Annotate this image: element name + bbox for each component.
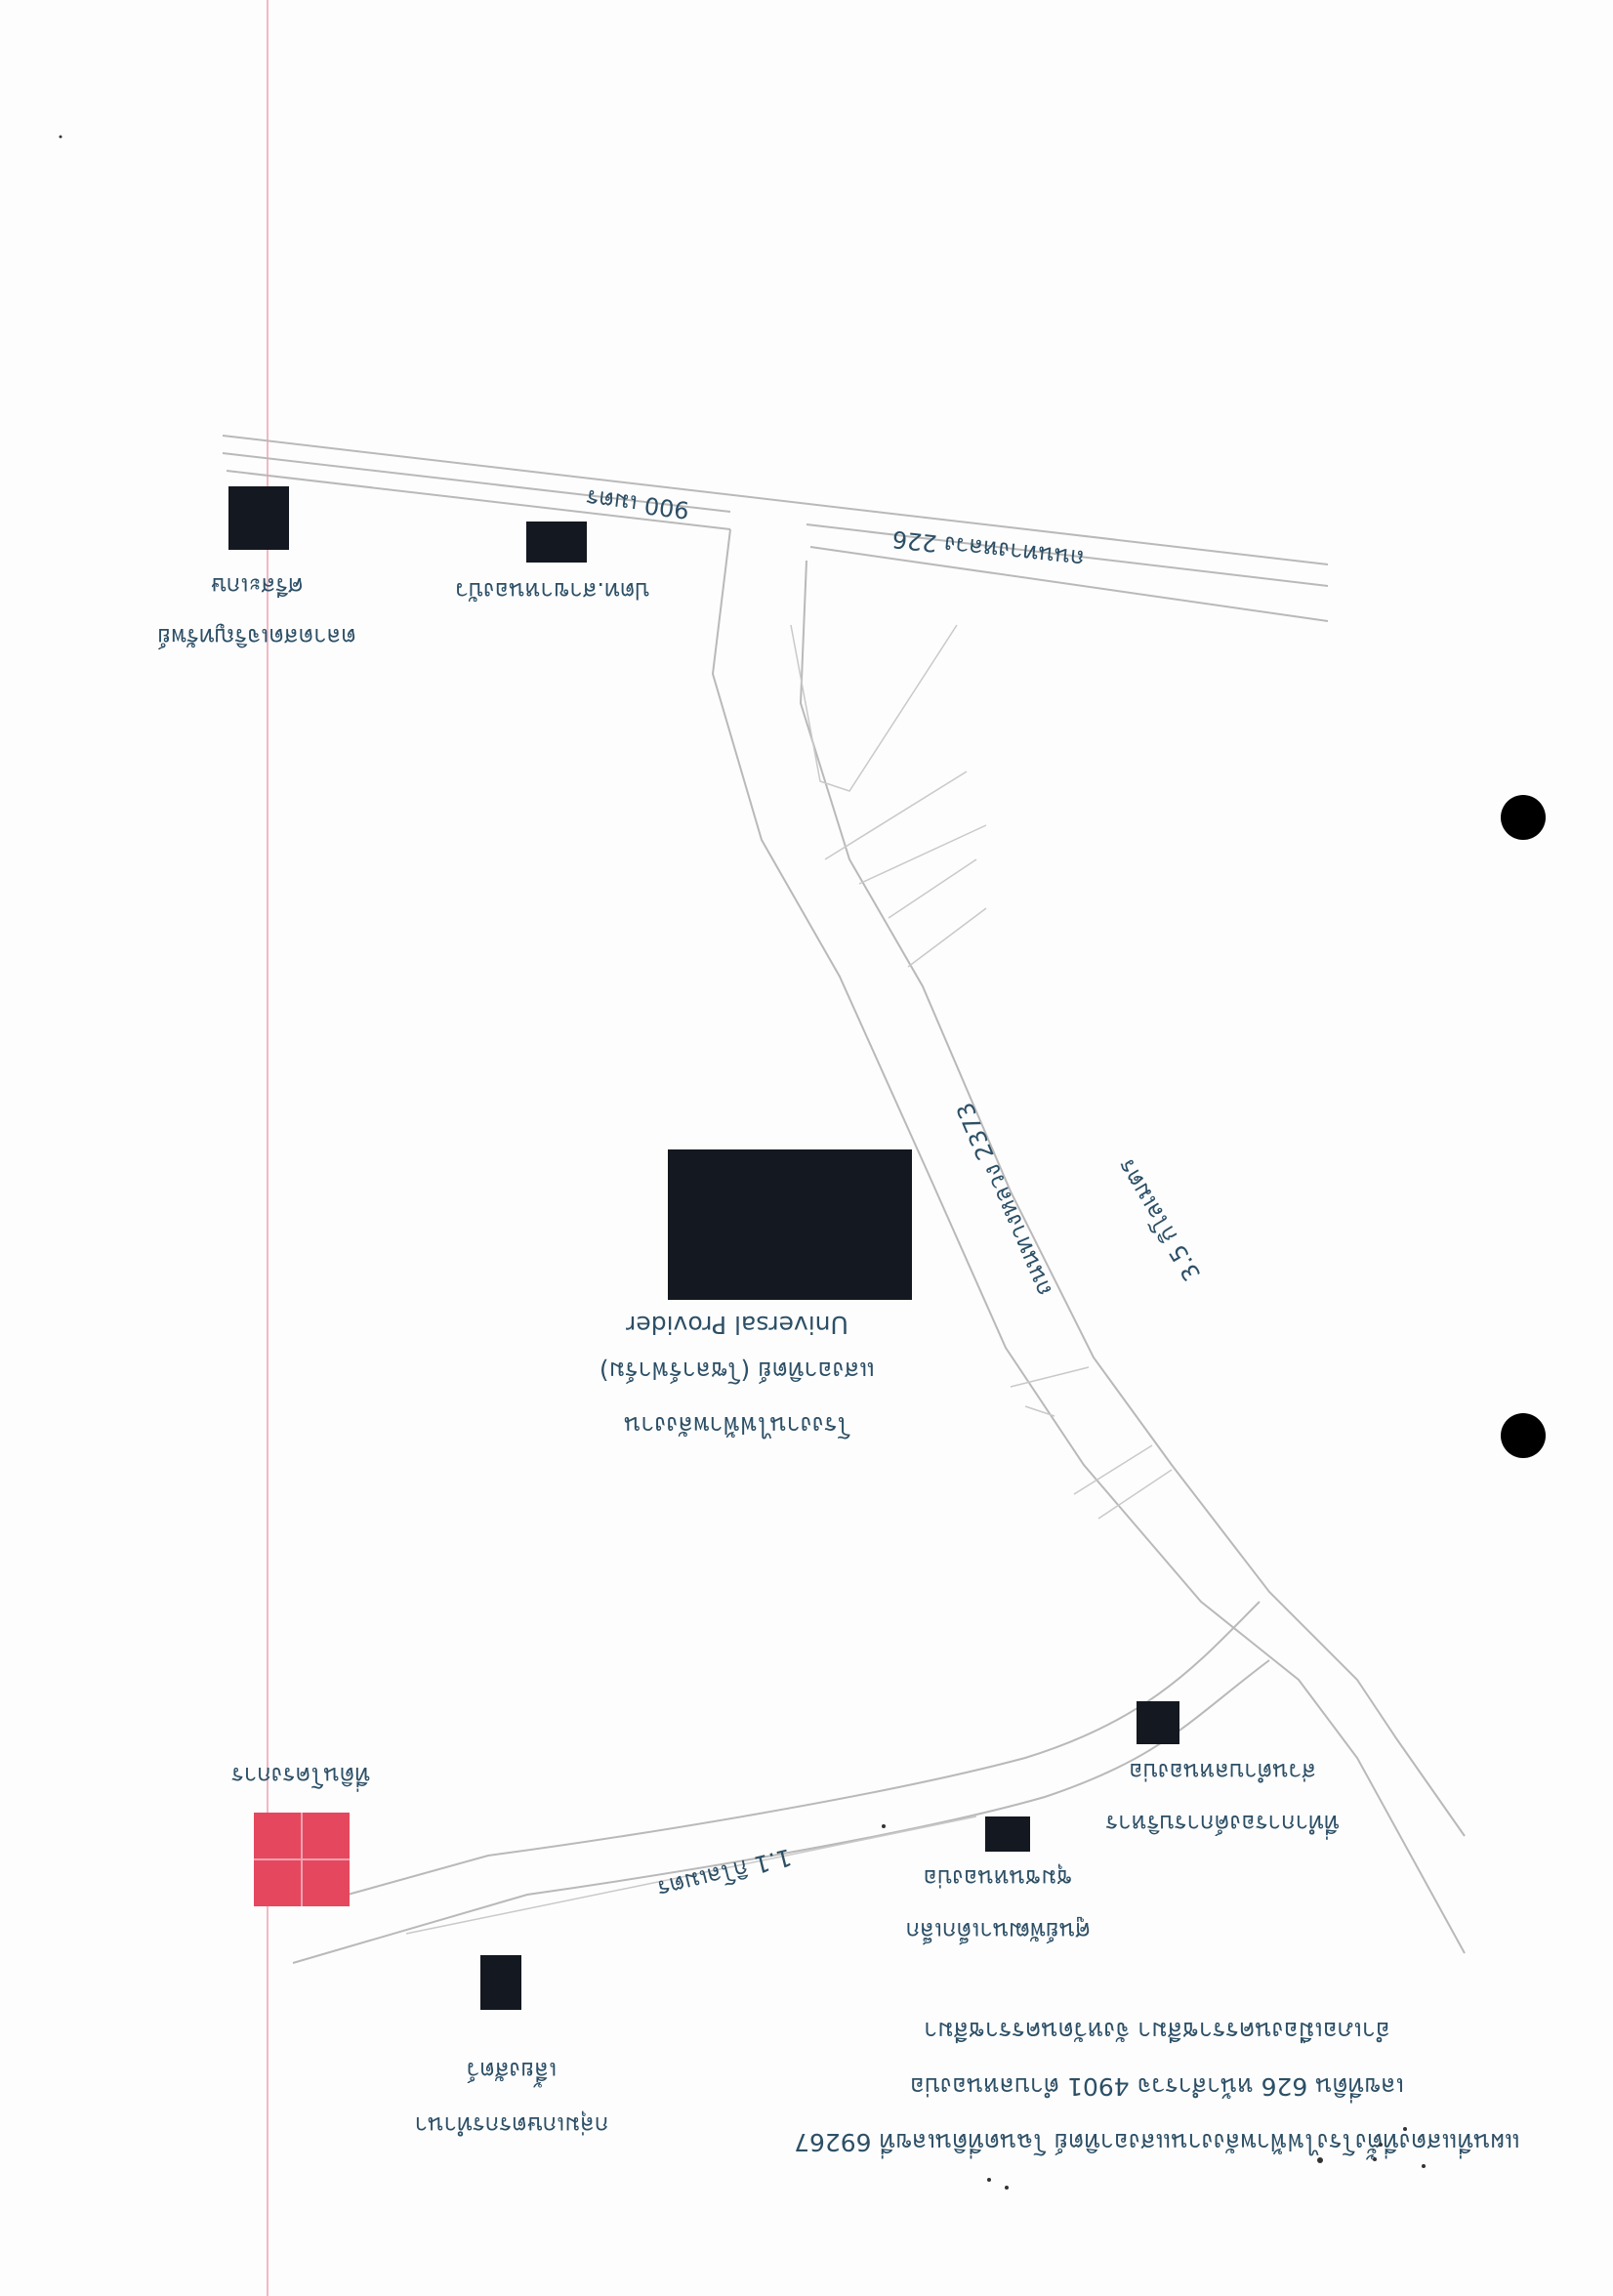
road-highway-226 <box>222 435 1329 622</box>
plant-label-line1: โรงงานไฟฟ้าพลังงาน <box>624 1411 850 1440</box>
distance-3-5km: 3.5 กิโลเมตร <box>1112 1154 1206 1286</box>
title-line2: เลขที่ดิน 626 หน้าสำรวจ 4901 ตำบลหนองบ่อ <box>910 2072 1404 2104</box>
punch-hole-bottom <box>1501 1413 1546 1458</box>
market-label-line2: ศรีสะเกษ <box>211 572 303 600</box>
center-marker <box>985 1816 1030 1852</box>
title-line3: อำเภอเมืองนครราชสีมา จังหวัดนครราชสีมา <box>924 2017 1390 2045</box>
market-marker <box>228 486 289 550</box>
punch-hole-top <box>1501 795 1546 840</box>
housing-label-line2: เลี้ยงสัตว์ <box>467 2057 557 2088</box>
center-label-line1: ศูนย์พัฒนาเด็กเล็ก <box>906 1916 1091 1945</box>
scan-specks <box>59 135 1426 2190</box>
pea-label: ปตท.สาขาหนองบัว <box>455 577 649 605</box>
highway-2373-label: ถนนทางหลวง 2373 <box>951 1099 1057 1301</box>
center-label-line2: ชุมชนหนองบ่อ <box>924 1863 1073 1892</box>
distance-900m: 900 เมตร <box>585 484 691 524</box>
site-label: ที่ดินโครงการ <box>231 1762 370 1792</box>
pea-marker <box>526 522 587 563</box>
coop-label-line2: ส่วนตำบลหนองบ่อ <box>1129 1758 1316 1785</box>
site-marker <box>254 1813 350 1906</box>
housing-label-line1: กลุ่มเกษตรกรทำนา <box>415 2110 609 2139</box>
road-highway-2373 <box>711 528 1466 1954</box>
plant-marker <box>668 1149 912 1300</box>
title-line1: แผนที่แสดงที่ตั้งโรงไฟฟ้าพลังงานแสงอาทิต… <box>794 2128 1520 2160</box>
coop-marker <box>1137 1701 1179 1744</box>
plant-label-line2: แสงอาทิตย์ (โซลาร์ฟาร์ม) <box>600 1357 875 1385</box>
road-to-site <box>292 1601 1270 1964</box>
plant-label-line3: Universal Provider <box>625 1311 848 1339</box>
housing-marker <box>480 1955 521 2010</box>
distance-1-1km: 1.1 กิโลเมตร <box>654 1843 794 1902</box>
side-lanes <box>790 624 1173 1520</box>
market-label-line1: ตลาดสดเจริญทรัพย์ <box>157 623 356 650</box>
coop-label-line1: ที่ทำการองค์การบริหาร <box>1105 1810 1340 1840</box>
